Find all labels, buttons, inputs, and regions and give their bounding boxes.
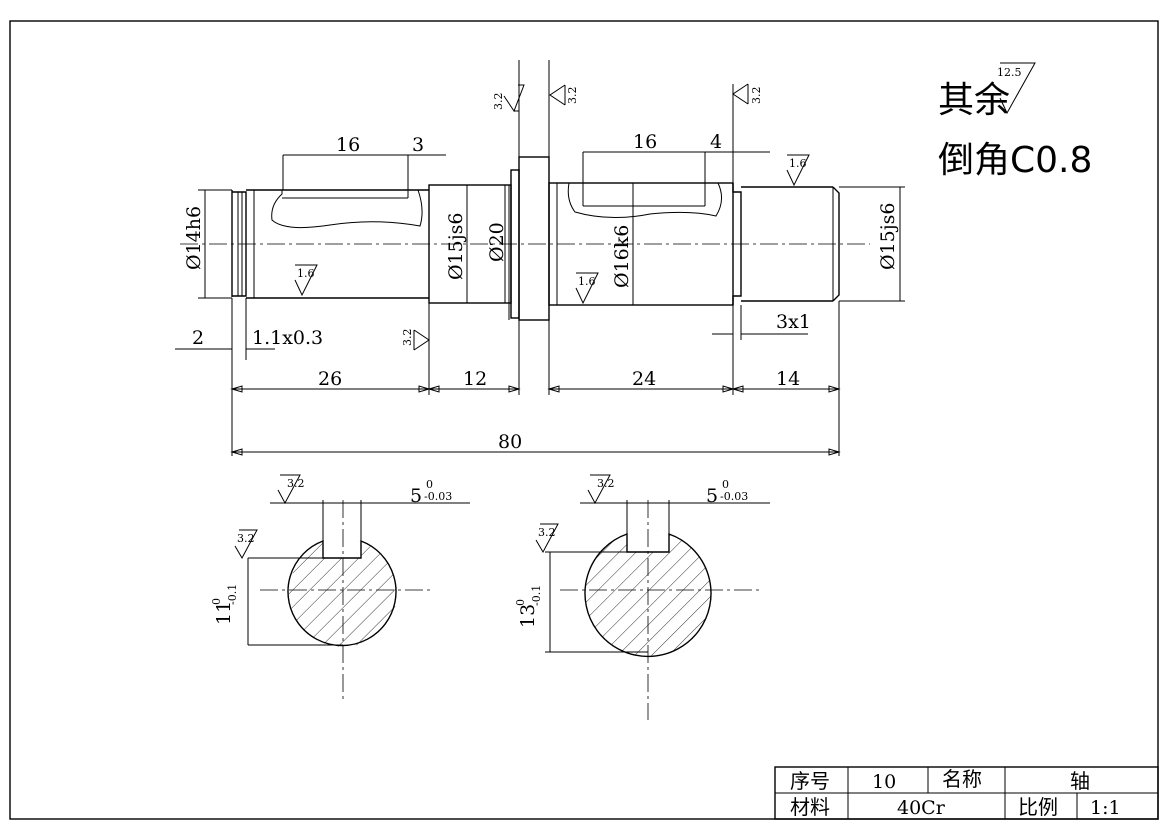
section2-depth-lower: -0.1 [530,585,543,606]
roughness-symbols: 3.2 3.2 3.2 1.6 1.6 1.6 3.2 其余 12.5 倒角C0… [294,62,1092,351]
note-other-roughness-value: 12.5 [997,66,1022,79]
dim-len-24: 24 [632,368,656,390]
dim-dia-bearing-left: Ø15js6 [445,213,467,280]
section1-roughness-side: 3.2 [237,532,255,545]
section2-depth: 13 [517,604,539,628]
dimensions: 16 3 16 4 Ø14h6 Ø15js6 Ø20 Ø16k6 Ø15js6 … [175,60,905,456]
section-view-2: 3.2 5 0 -0.03 3.2 13 0 -0.1 [514,474,770,720]
shaft-profile [180,156,870,321]
section-view-1: 3.2 5 0 -0.03 3.2 11 0 -0.1 [210,474,470,700]
roughness-1: 3.2 [492,93,505,111]
drawing-frame [9,20,1159,820]
dim-dia-left: Ø14h6 [183,206,205,270]
title-no-label: 序号 [790,769,830,793]
section2-depth-upper: 0 [514,599,527,606]
roughness-7: 3.2 [401,329,414,347]
keyway-left [271,189,423,229]
title-block: 序号 10 名称 轴 材料 40Cr 比例 1:1 [774,766,1159,820]
section1-roughness-top: 3.2 [287,477,305,490]
title-name-value: 轴 [1070,769,1090,793]
dim-len-12: 12 [463,368,487,390]
dim-groove-left: 1.1x0.3 [252,327,323,349]
dim-dia-collar: Ø20 [486,222,508,262]
dim-key1-length: 16 [336,134,360,156]
dim-key2-offset: 4 [710,131,722,153]
title-material-value: 40Cr [897,797,946,819]
dim-dia-right: Ø15js6 [877,203,899,270]
section1-depth: 11 [213,601,235,625]
title-scale-value: 1:1 [1090,797,1121,819]
title-name-label: 名称 [942,767,982,791]
keyway-right [567,182,722,219]
roughness-3: 3.2 [750,87,763,105]
section1-depth-upper: 0 [210,598,223,605]
section2-roughness-top: 3.2 [597,477,615,490]
roughness-6: 1.6 [789,157,807,170]
dim-key2-length: 16 [633,131,657,153]
dim-len-14: 14 [776,368,800,390]
dim-total-length: 80 [498,431,522,453]
roughness-2: 3.2 [566,87,579,105]
section1-depth-lower: -0.1 [226,584,239,605]
section2-roughness-side: 3.2 [538,526,556,539]
dim-groove-right: 3x1 [776,311,811,333]
section1-width: 5 [410,485,422,507]
section1-width-lower: -0.03 [424,490,452,503]
dim-len-26: 26 [318,368,342,390]
section1-width-upper: 0 [426,478,433,491]
note-other-roughness: 其余 [938,80,1010,121]
dim-groove-left-offset: 2 [192,327,204,349]
title-no-value: 10 [872,771,896,793]
note-chamfer: 倒角C0.8 [938,140,1092,181]
dim-key1-offset: 3 [412,134,424,156]
dim-dia-gear: Ø16k6 [611,225,633,288]
section2-width: 5 [706,485,718,507]
section2-width-lower: -0.03 [720,490,748,503]
section2-width-upper: 0 [722,478,729,491]
title-scale-label: 比例 [1018,795,1058,819]
roughness-4: 1.6 [297,267,315,280]
roughness-5: 1.6 [578,275,596,288]
title-material-label: 材料 [790,795,830,819]
